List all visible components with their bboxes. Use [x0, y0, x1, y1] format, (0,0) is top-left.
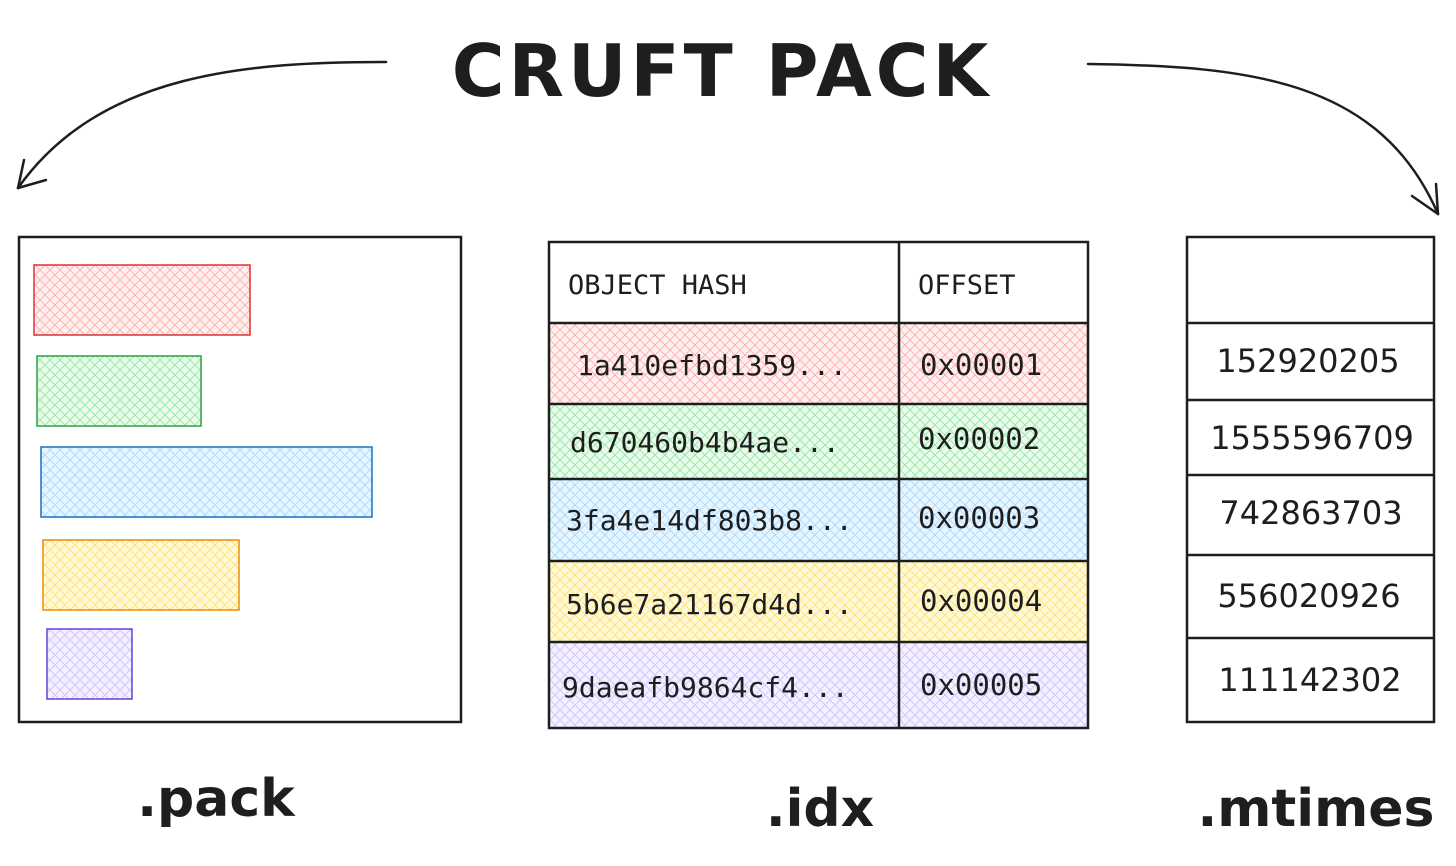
pack-object-yellow: [42, 539, 240, 611]
mtime-cell: 556020926: [1217, 577, 1400, 615]
idx-table: OBJECT HASH OFFSET 1a410efbd1359... 0x00…: [547, 240, 1090, 730]
idx-offset-cell: 0x00003: [918, 501, 1040, 535]
idx-hash-cell: 3fa4e14df803b8...: [566, 504, 853, 537]
mtime-cell: 152920205: [1216, 342, 1399, 380]
mtime-cell: 1555596709: [1210, 419, 1414, 457]
idx-offset-cell: 0x00001: [920, 348, 1042, 382]
idx-label: .idx: [766, 779, 874, 839]
idx-hash-cell: 1a410efbd1359...: [577, 349, 847, 382]
pack-object-red: [33, 264, 251, 336]
mtimes-label: .mtimes: [1197, 779, 1434, 839]
idx-row-bg-green: [550, 404, 1088, 479]
mtimes-table: 152920205 1555596709 742863703 556020926…: [1185, 235, 1436, 724]
left-arrow: [16, 60, 388, 190]
right-arrow: [1086, 62, 1440, 216]
mtime-cell: 111142302: [1218, 661, 1401, 699]
pack-object-purple: [46, 628, 133, 700]
idx-header-offset: OFFSET: [918, 270, 1016, 301]
idx-row-bg-yellow: [550, 561, 1088, 642]
idx-row-bg-blue: [550, 479, 1088, 561]
idx-row-bg-red: [550, 323, 1088, 404]
diagram-title: CRUFT PACK: [452, 29, 993, 113]
idx-row-bg-purple: [550, 642, 1088, 728]
idx-offset-cell: 0x00005: [920, 668, 1042, 702]
pack-file: [17, 235, 463, 724]
idx-offset-cell: 0x00004: [920, 584, 1042, 618]
idx-hash-cell: 5b6e7a21167d4d...: [566, 588, 853, 621]
pack-label: .pack: [137, 769, 296, 829]
mtime-cell: 742863703: [1219, 494, 1402, 532]
idx-offset-cell: 0x00002: [918, 422, 1040, 456]
pack-object-green: [36, 355, 202, 427]
pack-object-blue: [40, 446, 373, 518]
idx-header-hash: OBJECT HASH: [568, 270, 747, 301]
idx-hash-cell: d670460b4b4ae...: [570, 426, 840, 459]
idx-hash-cell: 9daeafb9864cf4...: [562, 671, 849, 704]
